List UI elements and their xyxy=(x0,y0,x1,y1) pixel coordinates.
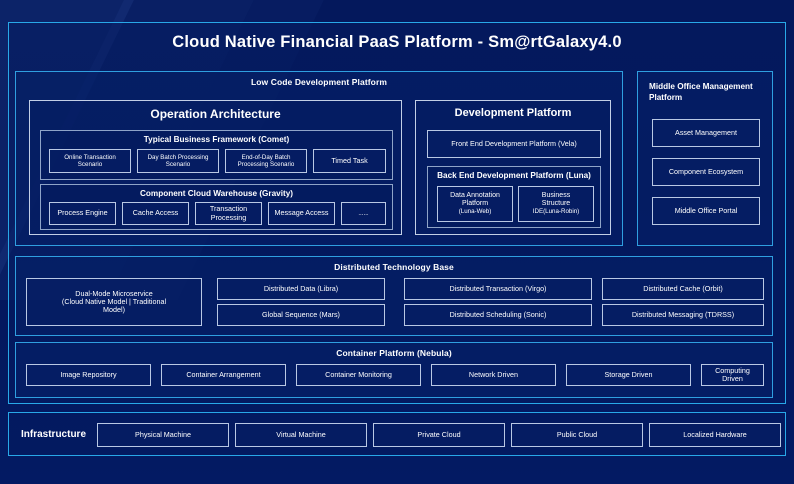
box-virtual-machine[interactable]: Virtual Machine xyxy=(235,423,367,447)
box-process-engine[interactable]: Process Engine xyxy=(49,202,116,225)
box-day-batch-processing-scenario[interactable]: Day Batch Processing Scenario xyxy=(137,149,219,173)
box-end-of-day-batch-processing-scenario[interactable]: End-of-Day Batch Processing Scenario xyxy=(225,149,307,173)
box-business-structure-ide[interactable]: Business Structure IDE(Luna-Robin) xyxy=(518,186,594,222)
box-global-sequence[interactable]: Global Sequence (Mars) xyxy=(217,304,385,326)
box-sub: (Luna-Web) xyxy=(458,208,492,216)
subpanel-typical-business-framework[interactable]: Typical Business Framework (Comet) Onlin… xyxy=(40,130,393,180)
panel-infrastructure[interactable]: Infrastructure Physical Machine Virtual … xyxy=(8,412,786,456)
box-message-access[interactable]: Message Access xyxy=(268,202,335,225)
box-container-arrangement[interactable]: Container Arrangement xyxy=(161,364,286,386)
panel-distributed-technology-base[interactable]: Distributed Technology Base Dual-Mode Mi… xyxy=(15,256,773,336)
section-operation-architecture[interactable]: Operation Architecture Typical Business … xyxy=(29,100,402,235)
box-localized-hardware[interactable]: Localized Hardware xyxy=(649,423,781,447)
box-online-transaction-scenario[interactable]: Online Transaction Scenario xyxy=(49,149,131,173)
panel-low-code-development-platform[interactable]: Low Code Development Platform Operation … xyxy=(15,71,623,246)
section-development-platform[interactable]: Development Platform Front End Developme… xyxy=(415,100,611,235)
box-more-ellipsis[interactable]: ...... xyxy=(341,202,386,225)
box-cache-access[interactable]: Cache Access xyxy=(122,202,189,225)
box-distributed-cache[interactable]: Distributed Cache (Orbit) xyxy=(602,278,764,300)
box-private-cloud[interactable]: Private Cloud xyxy=(373,423,505,447)
box-data-annotation-platform[interactable]: Data Annotation Platform (Luna-Web) xyxy=(437,186,513,222)
panel-title-distributed-technology-base: Distributed Technology Base xyxy=(334,262,454,272)
panel-container-platform[interactable]: Container Platform (Nebula) Image Reposi… xyxy=(15,342,773,398)
panel-middle-office-management-platform[interactable]: Middle Office Management Platform Asset … xyxy=(637,71,773,246)
box-line-1: Business xyxy=(541,192,571,200)
panel-title-container-platform: Container Platform (Nebula) xyxy=(336,348,452,358)
main-frame: Cloud Native Financial PaaS Platform - S… xyxy=(8,22,786,404)
box-distributed-messaging[interactable]: Distributed Messaging (TDRSS) xyxy=(602,304,764,326)
box-distributed-scheduling[interactable]: Distributed Scheduling (Sonic) xyxy=(404,304,592,326)
subpanel-title-component-cloud-warehouse: Component Cloud Warehouse (Gravity) xyxy=(140,189,293,198)
box-container-monitoring[interactable]: Container Monitoring xyxy=(296,364,421,386)
box-line-1: Dual-Mode Microservice xyxy=(75,288,153,298)
panel-title-middle-office: Middle Office Management Platform xyxy=(649,82,753,103)
infrastructure-label: Infrastructure xyxy=(21,428,87,440)
box-line-3: Model) xyxy=(103,305,125,315)
subpanel-back-end-development-platform[interactable]: Back End Development Platform (Luna) Dat… xyxy=(427,166,601,228)
box-middle-office-portal[interactable]: Middle Office Portal xyxy=(652,197,760,225)
subpanel-title-back-end-development-platform: Back End Development Platform (Luna) xyxy=(437,171,591,180)
box-distributed-transaction[interactable]: Distributed Transaction (Virgo) xyxy=(404,278,592,300)
box-computing-driven[interactable]: Computing Driven xyxy=(701,364,764,386)
box-dual-mode-microservice[interactable]: Dual-Mode Microservice (Cloud Native Mod… xyxy=(26,278,202,326)
box-front-end-development-platform[interactable]: Front End Development Platform (Vela) xyxy=(427,130,601,158)
box-distributed-data[interactable]: Distributed Data (Libra) xyxy=(217,278,385,300)
panel-title-low-code: Low Code Development Platform xyxy=(250,77,388,87)
page-title: Cloud Native Financial PaaS Platform - S… xyxy=(172,33,622,51)
box-sub: IDE(Luna-Robin) xyxy=(532,208,580,216)
box-public-cloud[interactable]: Public Cloud xyxy=(511,423,643,447)
box-image-repository[interactable]: Image Repository xyxy=(26,364,151,386)
subpanel-component-cloud-warehouse[interactable]: Component Cloud Warehouse (Gravity) Proc… xyxy=(40,184,393,230)
box-line-2: (Cloud Native Model | Traditional xyxy=(61,296,167,306)
box-asset-management[interactable]: Asset Management xyxy=(652,119,760,147)
box-timed-task[interactable]: Timed Task xyxy=(313,149,386,173)
box-physical-machine[interactable]: Physical Machine xyxy=(97,423,229,447)
section-title-operation-architecture: Operation Architecture xyxy=(150,107,281,121)
box-storage-driven[interactable]: Storage Driven xyxy=(566,364,691,386)
box-network-driven[interactable]: Network Driven xyxy=(431,364,556,386)
box-line-2: Platform xyxy=(461,200,489,208)
box-line-2: Structure xyxy=(541,200,571,208)
box-line-1: Data Annotation xyxy=(450,192,500,200)
subpanel-title-typical-business-framework: Typical Business Framework (Comet) xyxy=(143,135,290,144)
box-transaction-processing[interactable]: Transaction Processing xyxy=(195,202,262,225)
section-title-development-platform: Development Platform xyxy=(454,107,572,119)
box-component-ecosystem[interactable]: Component Ecosystem xyxy=(652,158,760,186)
